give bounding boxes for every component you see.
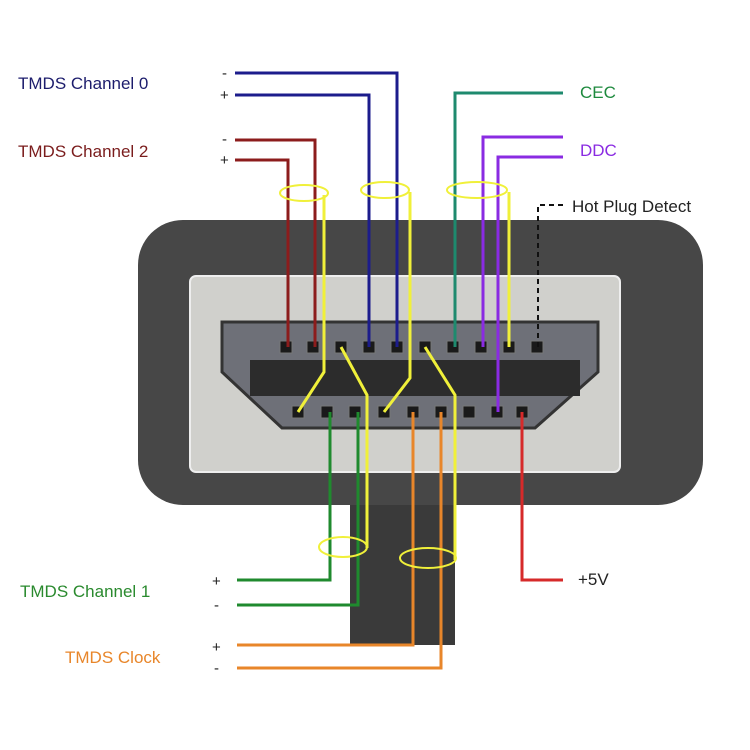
port-tongue xyxy=(250,360,580,396)
shield-ellipse-tmds1 xyxy=(318,536,368,558)
wire-hot-plug xyxy=(537,204,563,347)
wires xyxy=(235,71,563,670)
pin-13 xyxy=(446,340,460,354)
wire-clock-minus xyxy=(237,412,443,670)
wire-ddc-scl xyxy=(481,135,563,347)
sign-tmds1-plus: + xyxy=(212,573,221,590)
wire-clock-plus xyxy=(237,412,415,647)
label-tmds-channel-2: TMDS Channel 2 xyxy=(18,142,148,161)
sign-tmds2-minus: - xyxy=(222,131,227,148)
pin-14 xyxy=(462,405,476,419)
shield-ellipse-tmds0 xyxy=(360,181,410,199)
label-cec: CEC xyxy=(580,83,616,102)
sign-tmds0-minus: - xyxy=(222,65,227,82)
label-5v: +5V xyxy=(578,570,609,589)
pin-1 xyxy=(279,340,293,354)
wire-ddc-sda xyxy=(496,155,563,412)
sign-tmds1-minus: - xyxy=(214,597,219,614)
label-tmds-clock: TMDS Clock xyxy=(65,648,161,667)
wire-tmds0-minus xyxy=(235,71,399,347)
wire-tmds1-plus xyxy=(237,412,332,582)
wire-tmds2-minus xyxy=(235,138,317,347)
shield-markers xyxy=(279,181,508,569)
bottom-pins xyxy=(291,405,529,419)
wire-shield-0 xyxy=(382,192,412,413)
shield-ellipse-tmds2 xyxy=(279,184,329,202)
label-tmds-channel-0: TMDS Channel 0 xyxy=(18,74,148,93)
wire-shield-2 xyxy=(296,195,326,413)
sign-clock-plus: + xyxy=(212,639,221,656)
label-tmds-channel-1: TMDS Channel 1 xyxy=(20,582,150,601)
pin-3 xyxy=(306,340,320,354)
sign-tmds2-plus: + xyxy=(220,152,229,169)
shield-ellipse-clock xyxy=(399,547,457,569)
wire-tmds0-plus xyxy=(235,93,371,347)
wire-shield-clock xyxy=(423,346,457,560)
wire-tmds2-plus xyxy=(235,158,290,347)
sign-tmds0-plus: + xyxy=(220,87,229,104)
wire-5v xyxy=(520,412,563,582)
wire-shield-1 xyxy=(339,346,369,548)
pin-15 xyxy=(474,340,488,354)
label-hot-plug-detect: Hot Plug Detect xyxy=(572,197,691,216)
wire-tmds1-minus xyxy=(237,412,360,607)
wire-cec xyxy=(453,91,563,347)
label-ddc: DDC xyxy=(580,141,617,160)
shield-ellipse-ddc xyxy=(446,181,508,199)
sign-clock-minus: - xyxy=(214,660,219,677)
